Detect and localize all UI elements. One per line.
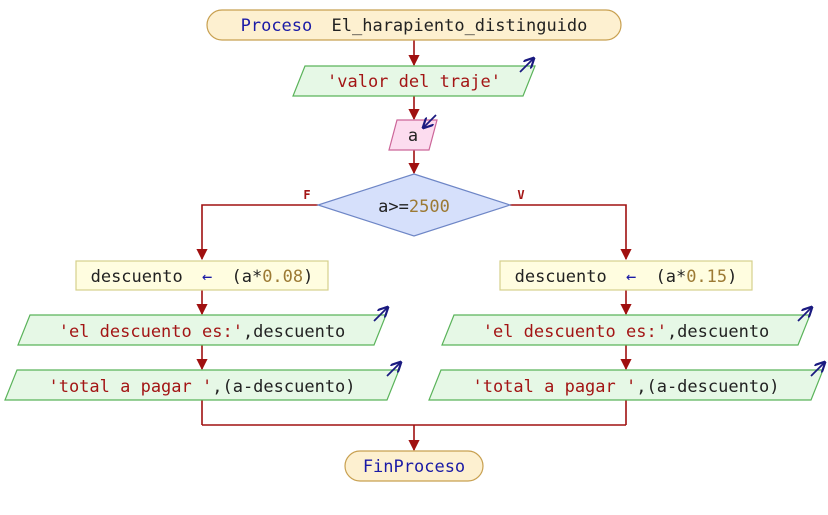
process-name: El_harapiento_distinguido: [332, 16, 588, 36]
left-assign-arrow: ←: [202, 267, 212, 287]
false-label: F: [303, 188, 310, 202]
left-output2-rest: ,(a-descuento): [212, 377, 355, 397]
right-assign-var: descuento: [515, 267, 607, 287]
end-keyword: FinProceso: [363, 457, 465, 477]
output-prompt-text: 'valor del traje': [327, 72, 501, 92]
svg-text:'total a pagar ',(a-descuento): 'total a pagar ',(a-descuento): [48, 377, 355, 397]
flow-lines: [196, 40, 632, 452]
left-output2-string: 'total a pagar ': [48, 377, 212, 397]
input-arrow-icon: [424, 114, 437, 127]
right-output2-rest: ,(a-descuento): [636, 377, 779, 397]
right-output1-string: 'el descuento es:': [483, 322, 667, 342]
right-output-total: 'total a pagar ',(a-descuento): [428, 363, 824, 401]
start-terminal: Proceso El_harapiento_distinguido: [206, 9, 622, 41]
output-arrow-icon: [519, 59, 533, 73]
decision-operator: >=: [388, 197, 408, 217]
right-assign-number: 0.15: [686, 267, 727, 287]
start-keyword: Proceso: [241, 16, 313, 36]
left-assign-open: (a*: [231, 267, 262, 287]
left-assign-close: ): [303, 267, 313, 287]
left-output2-arrow-icon: [386, 363, 400, 377]
input-variable: a: [408, 126, 418, 146]
right-assign-arrow: ←: [626, 267, 636, 287]
svg-text:'el descuento es:',descuento: 'el descuento es:',descuento: [59, 322, 346, 342]
svg-text:'total a pagar ',(a-descuento): 'total a pagar ',(a-descuento): [472, 377, 779, 397]
right-output1-rest: ,descuento: [667, 322, 769, 342]
input-node: a: [388, 114, 438, 151]
right-output2-string: 'total a pagar ': [472, 377, 636, 397]
decision-value: 2500: [409, 197, 450, 217]
right-output2-arrow-icon: [810, 363, 824, 377]
right-assign-node: descuento ← (a*0.15): [499, 260, 753, 291]
right-output-discount: 'el descuento es:',descuento: [441, 308, 811, 346]
decision-node: a>=2500 F V: [303, 173, 525, 237]
left-output-discount: 'el descuento es:',descuento: [17, 308, 387, 346]
true-label: V: [517, 188, 524, 202]
svg-text:descuento ← (a*0.1: descuento ← (a*0.15): [515, 267, 738, 287]
svg-text:a>=2500: a>=2500: [378, 197, 450, 217]
left-output1-string: 'el descuento es:': [59, 322, 243, 342]
left-output1-rest: ,descuento: [243, 322, 345, 342]
svg-text:'el descuento es:',descuento: 'el descuento es:',descuento: [483, 322, 770, 342]
left-output1-arrow-icon: [373, 308, 387, 322]
left-output-total: 'total a pagar ',(a-descuento): [4, 363, 400, 401]
svg-text:descuento ← (a*0.0: descuento ← (a*0.08): [91, 267, 314, 287]
svg-text:Proceso El_harapiento_di: Proceso El_harapiento_distinguido: [241, 16, 588, 36]
left-assign-node: descuento ← (a*0.08): [75, 260, 329, 291]
output-prompt: 'valor del traje': [292, 59, 535, 97]
right-assign-open: (a*: [655, 267, 686, 287]
decision-var: a: [378, 197, 388, 217]
end-terminal: FinProceso: [344, 450, 484, 482]
left-assign-number: 0.08: [262, 267, 303, 287]
left-assign-var: descuento: [91, 267, 183, 287]
right-assign-close: ): [727, 267, 737, 287]
right-output1-arrow-icon: [797, 308, 811, 322]
